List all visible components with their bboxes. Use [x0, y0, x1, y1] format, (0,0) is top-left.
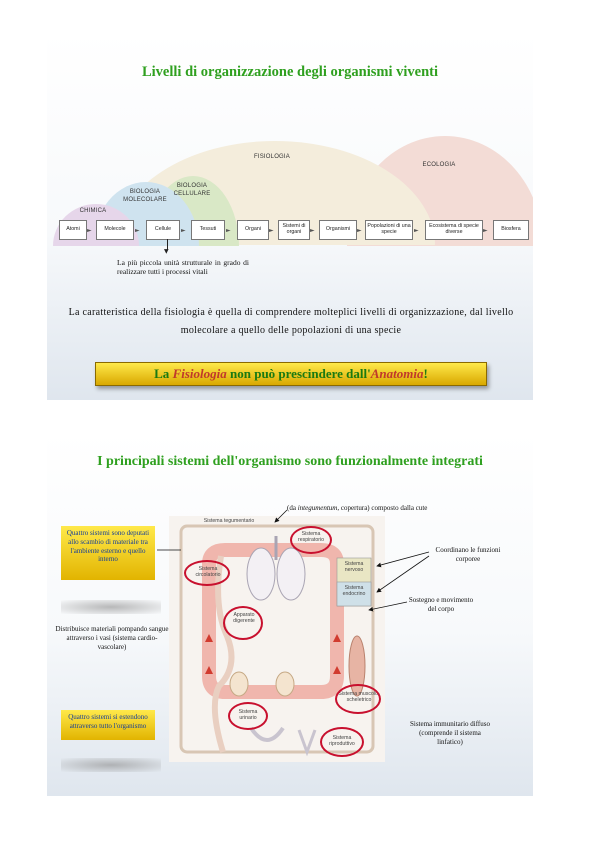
arrow-right-icon: ►: [310, 227, 315, 234]
arrow-right-icon: ►: [135, 227, 140, 234]
coordination-note: Coordinano le funzioni corporee: [435, 546, 501, 563]
integument-outline: [179, 524, 375, 754]
body-systems-diagram: [169, 516, 385, 762]
step-sistemi-di-organi: Sistemi di organi: [278, 220, 310, 240]
arrow-right-icon: ►: [483, 227, 488, 234]
step-popolazioni: Popolazioni di una specie: [365, 220, 413, 240]
slide2-title: I principali sistemi dell'organismo sono…: [97, 454, 483, 469]
cell-pointer-line: [167, 239, 168, 250]
body-diagram-svg: [169, 516, 385, 762]
step-molecole: Molecole: [96, 220, 134, 240]
banner-post: !: [423, 366, 428, 381]
circle-riproduttivo: [320, 727, 364, 757]
flow-arrow-icon: [205, 666, 213, 674]
circle-muscolo: [335, 684, 381, 714]
label-endocrino: Sistema endocrino: [342, 585, 366, 597]
slide1-title: Livelli di organizzazione degli organism…: [141, 64, 439, 80]
banner-anatomia: Anatomia: [370, 366, 424, 381]
step-cellule: Cellule: [146, 220, 180, 240]
pointer-muscle: [368, 601, 408, 612]
flow-arrow-icon: [333, 666, 341, 674]
label-fisiologia: FISIOLOGIA: [253, 154, 290, 160]
right-kidney: [275, 671, 295, 697]
cell-note: La più piccola unità strutturale in grad…: [117, 258, 249, 276]
arrow-right-icon: ►: [269, 227, 274, 234]
integument-note: (da integumentum, copertura) composto da…: [287, 504, 427, 512]
arrow-right-icon: ►: [87, 227, 92, 234]
right-lung: [276, 547, 306, 601]
anatomy-banner: La Fisiologia non può prescindere dall'A…: [95, 362, 487, 386]
integument-note-pre: (da: [287, 504, 298, 512]
left-kidney: [229, 671, 249, 697]
exchange-box-shadow: [61, 600, 161, 614]
step-atomi: Atomi: [59, 220, 87, 240]
pointer-integument: [274, 509, 288, 523]
step-organi: Organi: [237, 220, 269, 240]
flow-arrow-icon: [205, 634, 213, 642]
digestive-tract: [211, 555, 235, 753]
arrow-right-icon: ►: [414, 227, 419, 234]
support-note: Sostegno e movimento del corpo: [408, 596, 474, 613]
label-tegumentario: Sistema tegumentario: [203, 518, 255, 524]
arrow-right-icon: ►: [357, 227, 362, 234]
circulatory-note: Distribuisce materiali pompando sangue a…: [55, 625, 169, 651]
step-organismi: Organismi: [319, 220, 357, 240]
physiology-paragraph: La caratteristica della fisiologia è que…: [68, 307, 514, 336]
circle-digerente: [223, 606, 263, 640]
label-biologia-cellulare: BIOLOGIA CELLULARE: [173, 183, 211, 197]
body-systems-box: Quattro sistemi si estendono attraverso …: [61, 710, 155, 740]
banner-fisiologia: Fisiologia: [172, 366, 227, 381]
step-tessuti: Tessuti: [191, 220, 225, 240]
integument-note-em: integumentum: [297, 504, 338, 512]
pointer-nervoso: [376, 551, 430, 568]
arrow-right-icon: ►: [226, 227, 231, 234]
banner-pre: La: [154, 366, 173, 381]
circle-urinario: [228, 702, 268, 730]
immune-note: Sistema immunitario diffuso (comprende i…: [410, 720, 490, 746]
arrow-right-icon: ►: [181, 227, 186, 234]
endocrine-box: [336, 581, 372, 607]
reproductive-organ: [297, 729, 317, 757]
bladder: [249, 726, 285, 742]
exchange-systems-box: Quattro sistemi sono deputati allo scamb…: [61, 526, 155, 580]
label-biologia-molecolare: BIOLOGIA MOLECOLARE: [123, 189, 167, 203]
step-ecosistema: Ecosistema di specie diverse: [425, 220, 483, 240]
body-box-shadow: [61, 758, 161, 772]
label-ecologia: ECOLOGIA: [422, 162, 456, 168]
label-nervoso: Sistema nervoso: [344, 561, 364, 573]
slide-levels-of-organization: Livelli di organizzazione degli organism…: [47, 32, 533, 400]
slide-body-systems: I principali sistemi dell'organismo sono…: [47, 432, 533, 796]
circle-respiratorio: [290, 526, 332, 554]
banner-mid: non può prescindere dall': [226, 366, 371, 381]
label-chimica: CHIMICA: [79, 208, 107, 214]
flow-arrow-icon: [333, 634, 341, 642]
left-lung: [246, 547, 276, 601]
connector-lines: [157, 509, 430, 612]
integument-note-post: , copertura) composto dalla cute: [337, 504, 428, 512]
arrow-down-icon: ▼: [164, 248, 169, 255]
circle-circolatorio: [184, 560, 230, 586]
pointer-endocrino: [376, 555, 430, 593]
step-biosfera: Biosfera: [493, 220, 529, 240]
